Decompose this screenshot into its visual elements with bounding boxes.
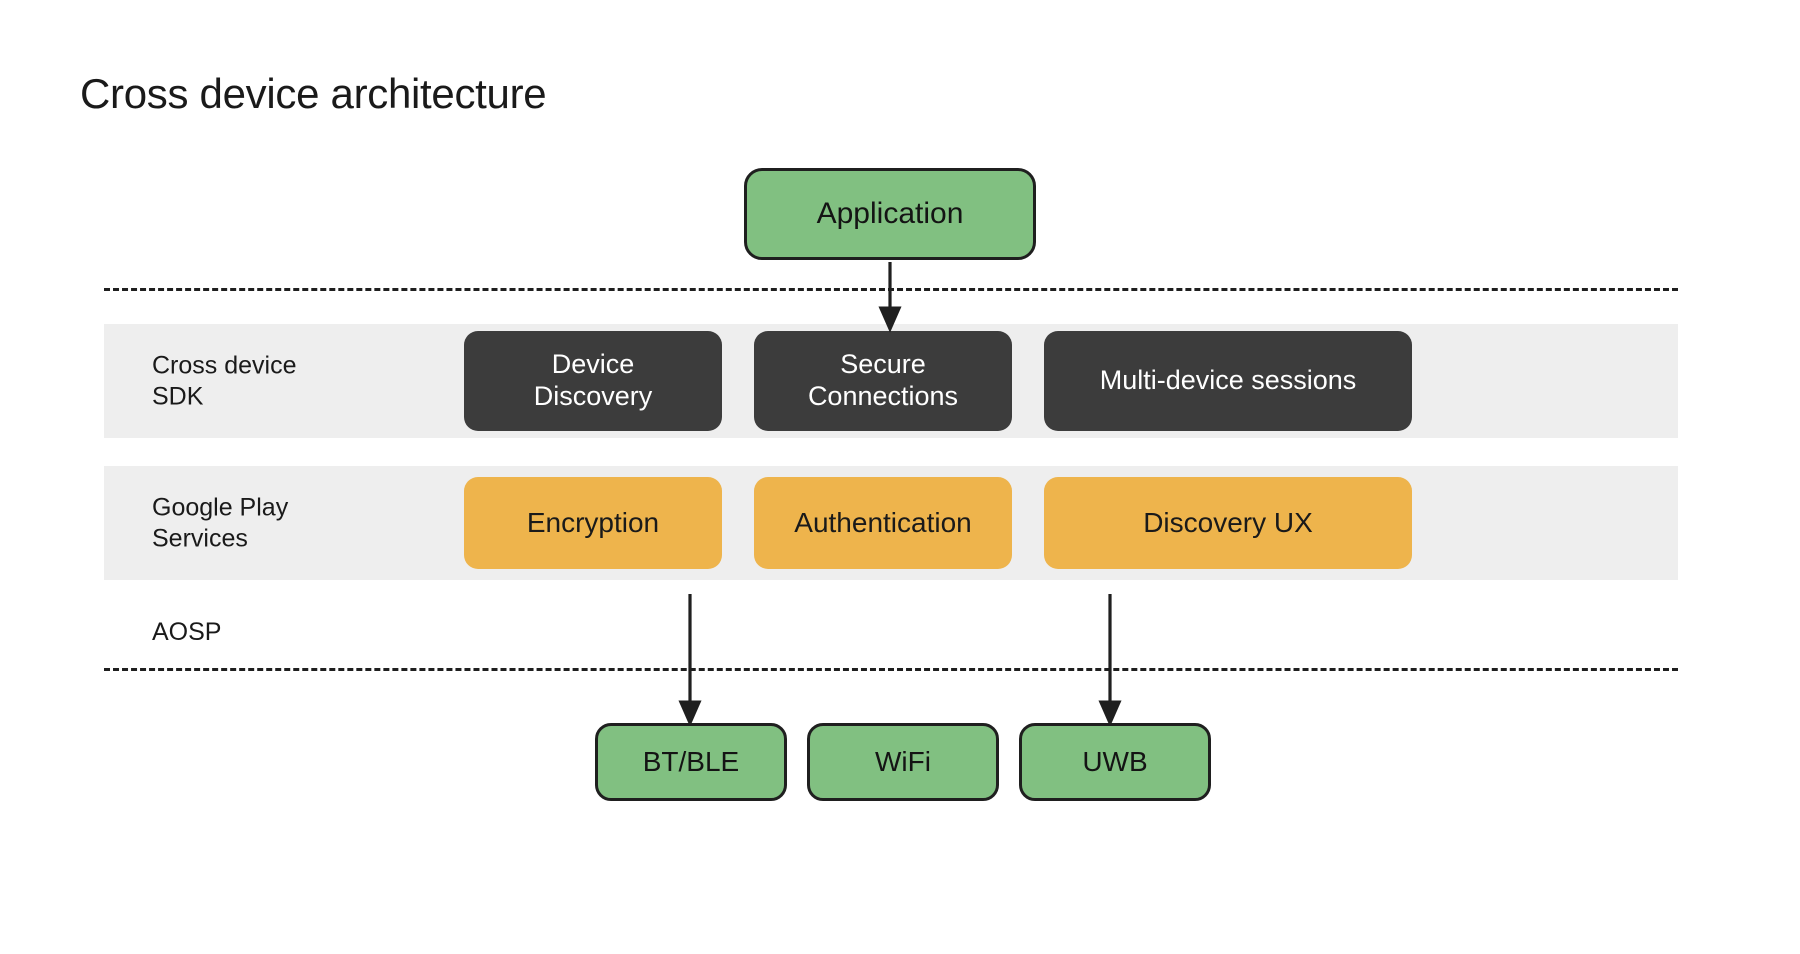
page-title: Cross device architecture [80, 70, 547, 117]
layer-chips-cross-device-sdk: Device Discovery Secure Connections Mult… [464, 331, 1412, 431]
application-box: Application [744, 168, 1036, 260]
layer-chips-google-play-services: Encryption Authentication Discovery UX [464, 477, 1412, 569]
layer-label-google-play-services: Google Play Services [152, 493, 289, 553]
chip-encryption: Encryption [464, 477, 722, 569]
dashed-divider-top [104, 288, 1678, 291]
transport-box-bt-ble: BT/BLE [595, 723, 787, 801]
transport-row: BT/BLE WiFi UWB [595, 723, 1211, 801]
chip-device-discovery: Device Discovery [464, 331, 722, 431]
layer-band-google-play-services: Google Play Services Encryption Authenti… [104, 466, 1678, 580]
chip-discovery-ux: Discovery UX [1044, 477, 1412, 569]
application-label: Application [816, 197, 964, 230]
chip-authentication: Authentication [754, 477, 1012, 569]
layer-label-aosp: AOSP [152, 618, 222, 646]
transport-box-uwb: UWB [1019, 723, 1211, 801]
dashed-divider-bottom [104, 668, 1678, 671]
chip-multi-device-sessions: Multi-device sessions [1044, 331, 1412, 431]
layer-label-cross-device-sdk: Cross device SDK [152, 351, 297, 411]
chip-secure-connections: Secure Connections [754, 331, 1012, 431]
layer-band-cross-device-sdk: Cross device SDK Device Discovery Secure… [104, 324, 1678, 438]
transport-box-wifi: WiFi [807, 723, 999, 801]
